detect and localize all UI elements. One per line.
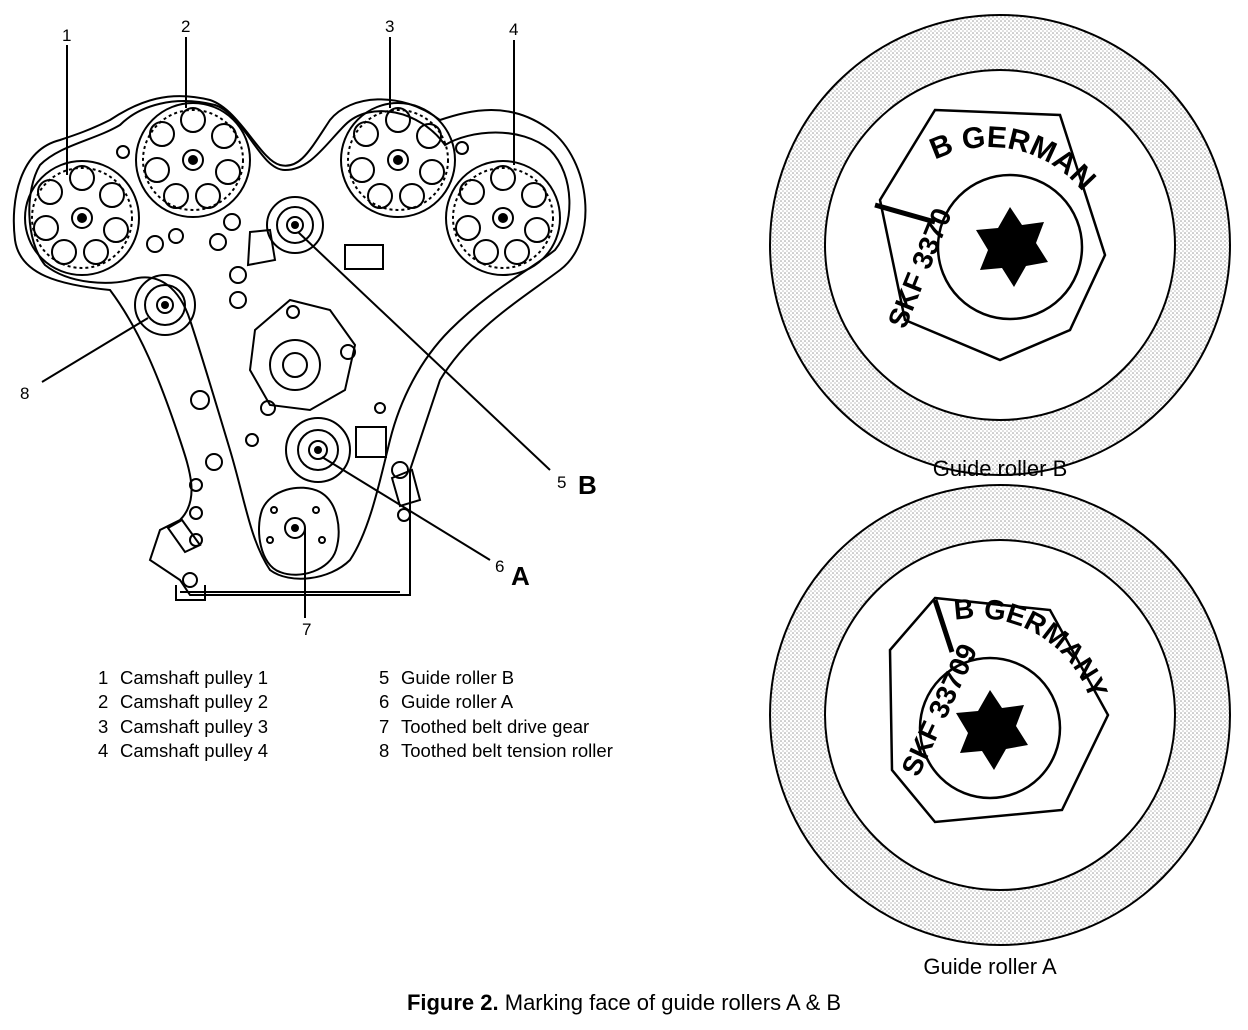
legend-label: Toothed belt tension roller — [401, 739, 613, 761]
callout-5-letter: B — [578, 470, 597, 500]
legend-item: 8 Toothed belt tension roller — [379, 739, 613, 763]
legend-number: 7 — [379, 715, 390, 737]
guide-roller-a — [285, 417, 351, 483]
legend-label: Guide roller A — [401, 691, 514, 713]
legend-item: 2 Camshaft pulley 2 — [98, 690, 268, 714]
legend-number: 4 — [98, 739, 109, 761]
roller-b-closeup: B GERMANY SKF 3370 — [760, 0, 1231, 476]
callout-5: 5 — [557, 473, 567, 492]
callout-3: 3 — [385, 17, 395, 36]
roller-a-caption: Guide roller A — [923, 954, 1057, 979]
engine-bolts — [116, 141, 469, 601]
callout-4: 4 — [509, 20, 519, 39]
torx-socket-b — [976, 207, 1048, 287]
leader-lines — [41, 37, 551, 618]
legend-label: Camshaft pulley 1 — [120, 667, 269, 688]
legend-number: 6 — [379, 691, 390, 713]
legend-item: 4 Camshaft pulley 4 — [98, 739, 268, 763]
legend-item: 5 Guide roller B — [379, 666, 613, 690]
legend-number: 2 — [98, 691, 109, 713]
figure-number: Figure 2. — [406, 990, 499, 1015]
callout-6-letter: A — [511, 561, 530, 591]
legend-label: Guide roller B — [401, 667, 515, 688]
callout-1: 1 — [62, 26, 72, 45]
legend-label: Toothed belt drive gear — [401, 715, 590, 737]
legend-label: Camshaft pulley 2 — [120, 691, 269, 713]
legend-label: Camshaft pulley 4 — [120, 739, 269, 761]
legend-item: 7 Toothed belt drive gear — [379, 715, 613, 739]
timing-cover-outline — [12, 95, 587, 596]
roller-b-caption: Guide roller B — [932, 456, 1068, 481]
legend-item: 3 Camshaft pulley 3 — [98, 715, 268, 739]
toothed-belt-drive-gear — [258, 486, 340, 576]
roller-a-closeup: B GERMANY SKF 33709 — [769, 484, 1231, 946]
camshaft-pulley-2 — [135, 102, 251, 218]
legend-number: 8 — [379, 739, 390, 761]
guide-roller-b — [266, 196, 324, 254]
legend-label: Camshaft pulley 3 — [120, 715, 269, 737]
legend-number: 5 — [379, 667, 390, 688]
toothed-belt-tension-roller — [134, 274, 196, 336]
legend-item: 1 Camshaft pulley 1 — [98, 666, 268, 690]
legend-number: 3 — [98, 715, 109, 737]
legend-item: 6 Guide roller A — [379, 690, 613, 714]
camshaft-pulley-4 — [445, 160, 561, 276]
camshaft-pulley-3 — [340, 102, 456, 218]
figure-caption: Figure 2. Marking face of guide rollers … — [0, 990, 1248, 1016]
legend-number: 1 — [98, 667, 109, 688]
torx-socket-a — [956, 690, 1028, 770]
callout-7: 7 — [302, 620, 312, 639]
water-pump-housing — [248, 298, 357, 416]
engine-timing-belt-diagram — [12, 37, 587, 618]
timing-belt — [28, 100, 571, 580]
callout-8: 8 — [20, 384, 30, 403]
callout-2: 2 — [181, 17, 191, 36]
roller-b-marking-line — [874, 202, 936, 225]
callout-6: 6 — [495, 557, 505, 576]
camshaft-pulley-1 — [24, 160, 140, 276]
guide-roller-closeups: B GERMANY SKF 3370 B GERMANY SKF 33709 — [760, 0, 1231, 946]
figure-title: Marking face of guide rollers A & B — [504, 990, 842, 1015]
roller-a-marking-line — [932, 599, 955, 653]
